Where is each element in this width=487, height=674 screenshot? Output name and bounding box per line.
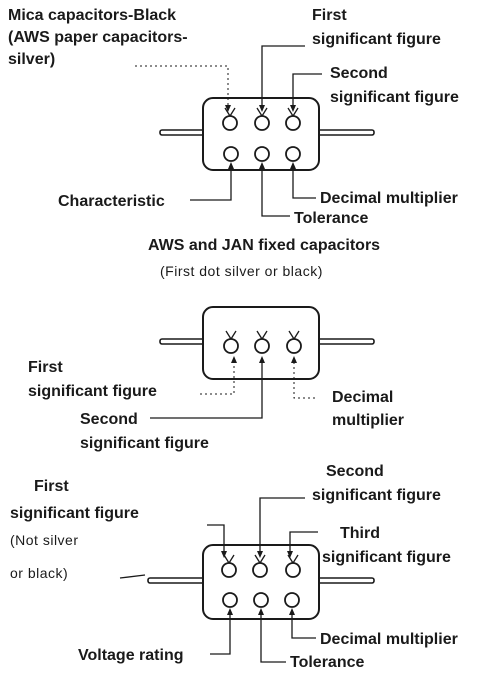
leader-not-silver bbox=[119, 574, 146, 579]
first-sig-label-line2: significant figure bbox=[28, 383, 157, 400]
leader-mica bbox=[135, 65, 229, 106]
bottom-dot-2 bbox=[253, 592, 269, 608]
top-dot-3 bbox=[286, 330, 302, 354]
first-sig-label-line1: First bbox=[28, 359, 63, 376]
first-sig-label-line2: significant figure bbox=[10, 505, 139, 522]
leader-tolerance bbox=[261, 168, 290, 217]
leader-first-sig bbox=[207, 524, 225, 552]
characteristic-label: Characteristic bbox=[58, 193, 165, 210]
left-lead bbox=[159, 338, 205, 345]
mica-label-line2: (AWS paper capacitors- bbox=[8, 29, 188, 46]
first-sig-label-line1: First bbox=[312, 7, 347, 24]
bottom-dot-1 bbox=[222, 592, 238, 608]
bottom-dot-2 bbox=[254, 146, 270, 162]
right-lead bbox=[317, 129, 375, 136]
left-lead bbox=[159, 129, 205, 136]
tolerance-label: Tolerance bbox=[294, 210, 369, 227]
caption-line2: (First dot silver or black) bbox=[160, 263, 323, 279]
leader-decimal-multiplier bbox=[292, 168, 316, 199]
leader-second-sig bbox=[259, 497, 305, 552]
second-sig-label-line2: significant figure bbox=[312, 487, 441, 504]
top-dot-1 bbox=[221, 554, 237, 578]
leader-second-sig bbox=[150, 362, 263, 419]
diagram-3-capacitor: First significant figure (Not silver or … bbox=[10, 463, 458, 671]
top-dot-2 bbox=[254, 330, 270, 354]
decimal-multiplier-label: Decimal multiplier bbox=[320, 190, 458, 207]
decimal-label-line2: multiplier bbox=[332, 412, 404, 429]
caption-line1: AWS and JAN fixed capacitors bbox=[148, 237, 380, 254]
top-dot-2 bbox=[252, 554, 268, 578]
leader-third-sig bbox=[289, 531, 318, 552]
diagram-1-mica-capacitor: Mica capacitors-Black (AWS paper capacit… bbox=[8, 7, 459, 279]
second-sig-label-line1: Second bbox=[80, 411, 138, 428]
second-sig-label-line2: significant figure bbox=[330, 89, 459, 106]
right-lead bbox=[317, 577, 375, 584]
second-sig-label-line2: significant figure bbox=[80, 435, 209, 452]
leader-tolerance bbox=[260, 614, 286, 663]
not-silver-label-line2: or black) bbox=[10, 565, 68, 581]
left-lead bbox=[147, 577, 205, 584]
right-lead bbox=[317, 338, 375, 345]
mica-label-line3: silver) bbox=[8, 51, 55, 68]
tolerance-label: Tolerance bbox=[290, 654, 365, 671]
leader-voltage-rating bbox=[210, 614, 231, 655]
top-dot-3 bbox=[285, 107, 301, 131]
capacitor-body bbox=[202, 544, 320, 620]
bottom-dot-3 bbox=[285, 146, 301, 162]
top-dot-1 bbox=[223, 330, 239, 354]
third-sig-label-line1: Third bbox=[340, 525, 380, 542]
top-dot-1 bbox=[222, 107, 238, 131]
bottom-dot-3 bbox=[284, 592, 300, 608]
leader-second-sig bbox=[292, 73, 322, 106]
decimal-label-line1: Decimal bbox=[332, 389, 393, 406]
voltage-rating-label: Voltage rating bbox=[78, 647, 184, 664]
third-sig-label-line2: significant figure bbox=[322, 549, 451, 566]
top-dot-3 bbox=[285, 554, 301, 578]
mica-label-line1: Mica capacitors-Black bbox=[8, 7, 176, 24]
decimal-multiplier-label: Decimal multiplier bbox=[320, 631, 458, 648]
second-sig-label-line1: Second bbox=[326, 463, 384, 480]
leader-characteristic bbox=[190, 168, 232, 201]
not-silver-label-line1: (Not silver bbox=[10, 532, 79, 548]
second-sig-label-line1: Second bbox=[330, 65, 388, 82]
leader-first-sig bbox=[200, 362, 235, 395]
diagram-2-capacitor: First significant figure Second signific… bbox=[28, 306, 404, 452]
leader-first-sig bbox=[261, 45, 305, 106]
bottom-dot-1 bbox=[223, 146, 239, 162]
leader-decimal-multiplier bbox=[291, 614, 316, 639]
first-sig-label-line2: significant figure bbox=[312, 31, 441, 48]
first-sig-label-line1: First bbox=[34, 478, 69, 495]
top-dot-2 bbox=[254, 107, 270, 131]
leader-decimal-multiplier bbox=[293, 362, 316, 399]
